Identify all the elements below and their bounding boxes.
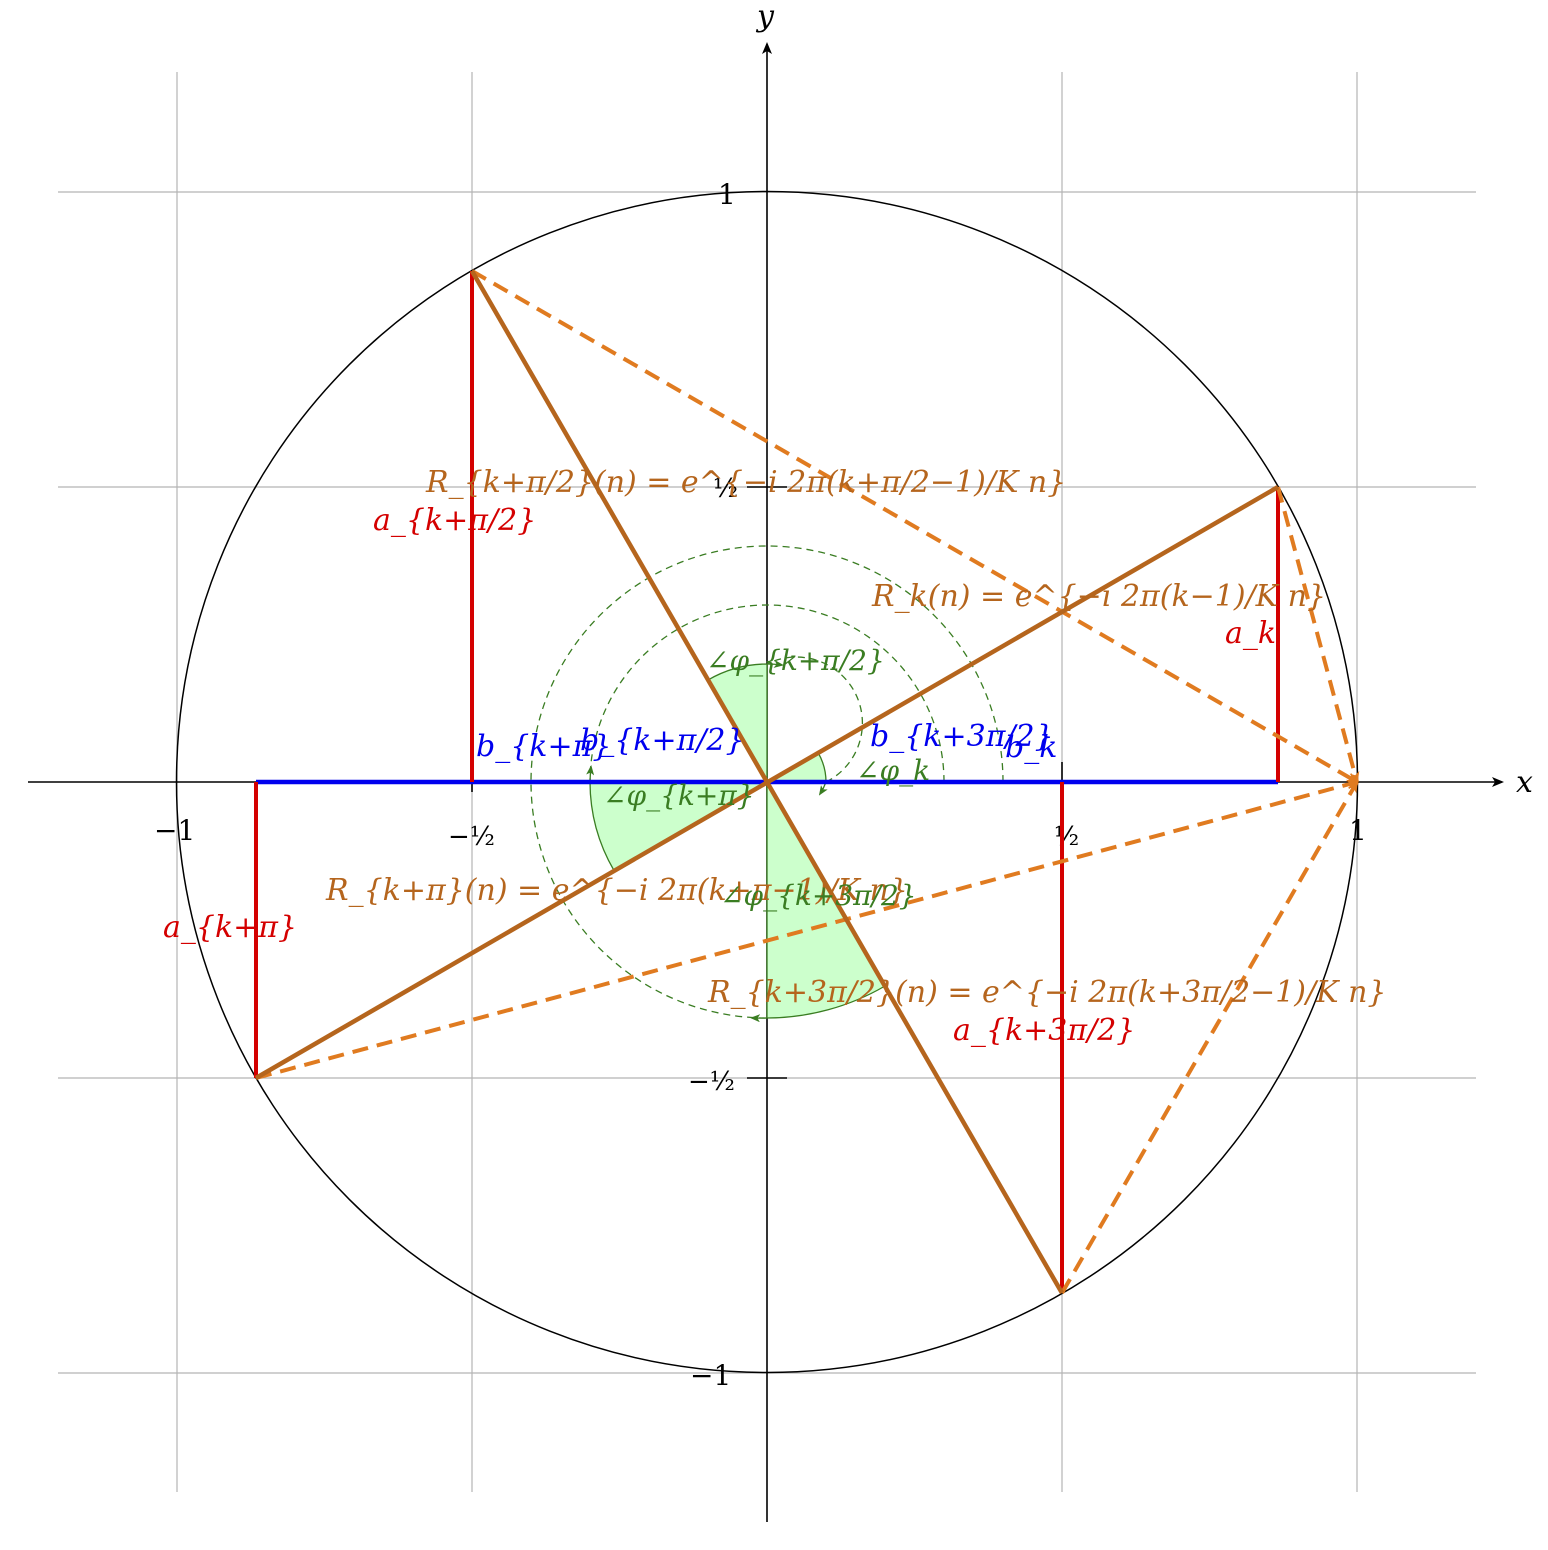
label-phi-k-pi: ∠φ_{k+π} [603,779,755,812]
arc-arrow-phi-k-half-pi [766,659,784,668]
x-tick-label: 1 [1349,814,1367,847]
x-tick-label: −1 [154,814,195,847]
angle-sectors [589,663,886,1019]
label-phi-k-half-pi: ∠φ_{k+π/2} [706,644,885,677]
x-axis-label: x [1516,765,1533,800]
chord-k [1276,486,1360,784]
y-tick-label: −½ [688,1067,735,1097]
chord-k-pi [255,779,1359,1080]
label-a-k: a_k [1225,616,1276,651]
y-tick-label: 1 [718,178,736,211]
angle-labels: ∠φ_k ∠φ_{k+π/2} ∠φ_{k+π} ∠φ_{k+3π/2} [603,644,930,912]
angle-arc-phi-k-pi [589,604,945,783]
real-labels: b_k b_{k+π/2} b_{k+π} b_{k+3π/2} [476,719,1057,765]
vectors [254,269,1280,1295]
vector-k-half-pi-diameter [470,269,1064,1295]
label-R-k: R_k(n) = e^{−i 2π(k−1)/K n} [871,579,1326,614]
label-a-k-three-half-pi: a_{k+3π/2} [953,1013,1135,1048]
angle-arcs [530,545,1004,1019]
tick-labels: −1 −½ ½ 1 1 ½ −½ −1 [154,178,1367,1392]
label-b-k-half-pi: b_{k+π/2} [580,723,745,758]
vector-labels: R_k(n) = e^{−i 2π(k−1)/K n} R_{k+π/2}(n)… [325,465,1386,1010]
x-tick-label: −½ [448,822,495,852]
chords [255,269,1360,1294]
chord-k-half-pi [470,269,1359,784]
label-R-k-three-half-pi: R_{k+3π/2}(n) = e^{−i 2π(k+3π/2−1)/K n} [707,975,1386,1010]
imag-labels: a_k a_{k+π/2} a_{k+π} a_{k+3π/2} [163,503,1276,1048]
label-a-k-pi: a_{k+π} [163,910,297,945]
label-phi-k: ∠φ_k [856,754,930,787]
x-tick-label: ½ [1054,822,1079,852]
label-b-k: b_k [1005,730,1057,765]
y-tick-label: ½ [713,474,738,504]
angle-sector-phi-k-three-half-pi [766,779,886,1019]
angle-arc-phi-k-half-pi [766,656,864,783]
label-b-k-three-half-pi: b_{k+3π/2} [870,719,1054,754]
label-R-k-pi: R_{k+π}(n) = e^{−i 2π(k+π−1)/K n} [325,873,908,908]
imag-part-segments [254,271,1280,1293]
y-tick-label: −1 [690,1359,731,1392]
label-R-k-half-pi: R_{k+π/2}(n) = e^{−i 2π(k+π/2−1)/K n} [425,465,1066,500]
y-axis-label: y [755,0,775,34]
label-phi-k-three-half-pi: ∠φ_{k+3π/2} [720,879,917,912]
angle-arc-phi-k-three-half-pi [530,545,1004,1019]
label-b-k-pi: b_{k+π} [476,729,611,764]
label-a-k-half-pi: a_{k+π/2} [373,503,536,538]
